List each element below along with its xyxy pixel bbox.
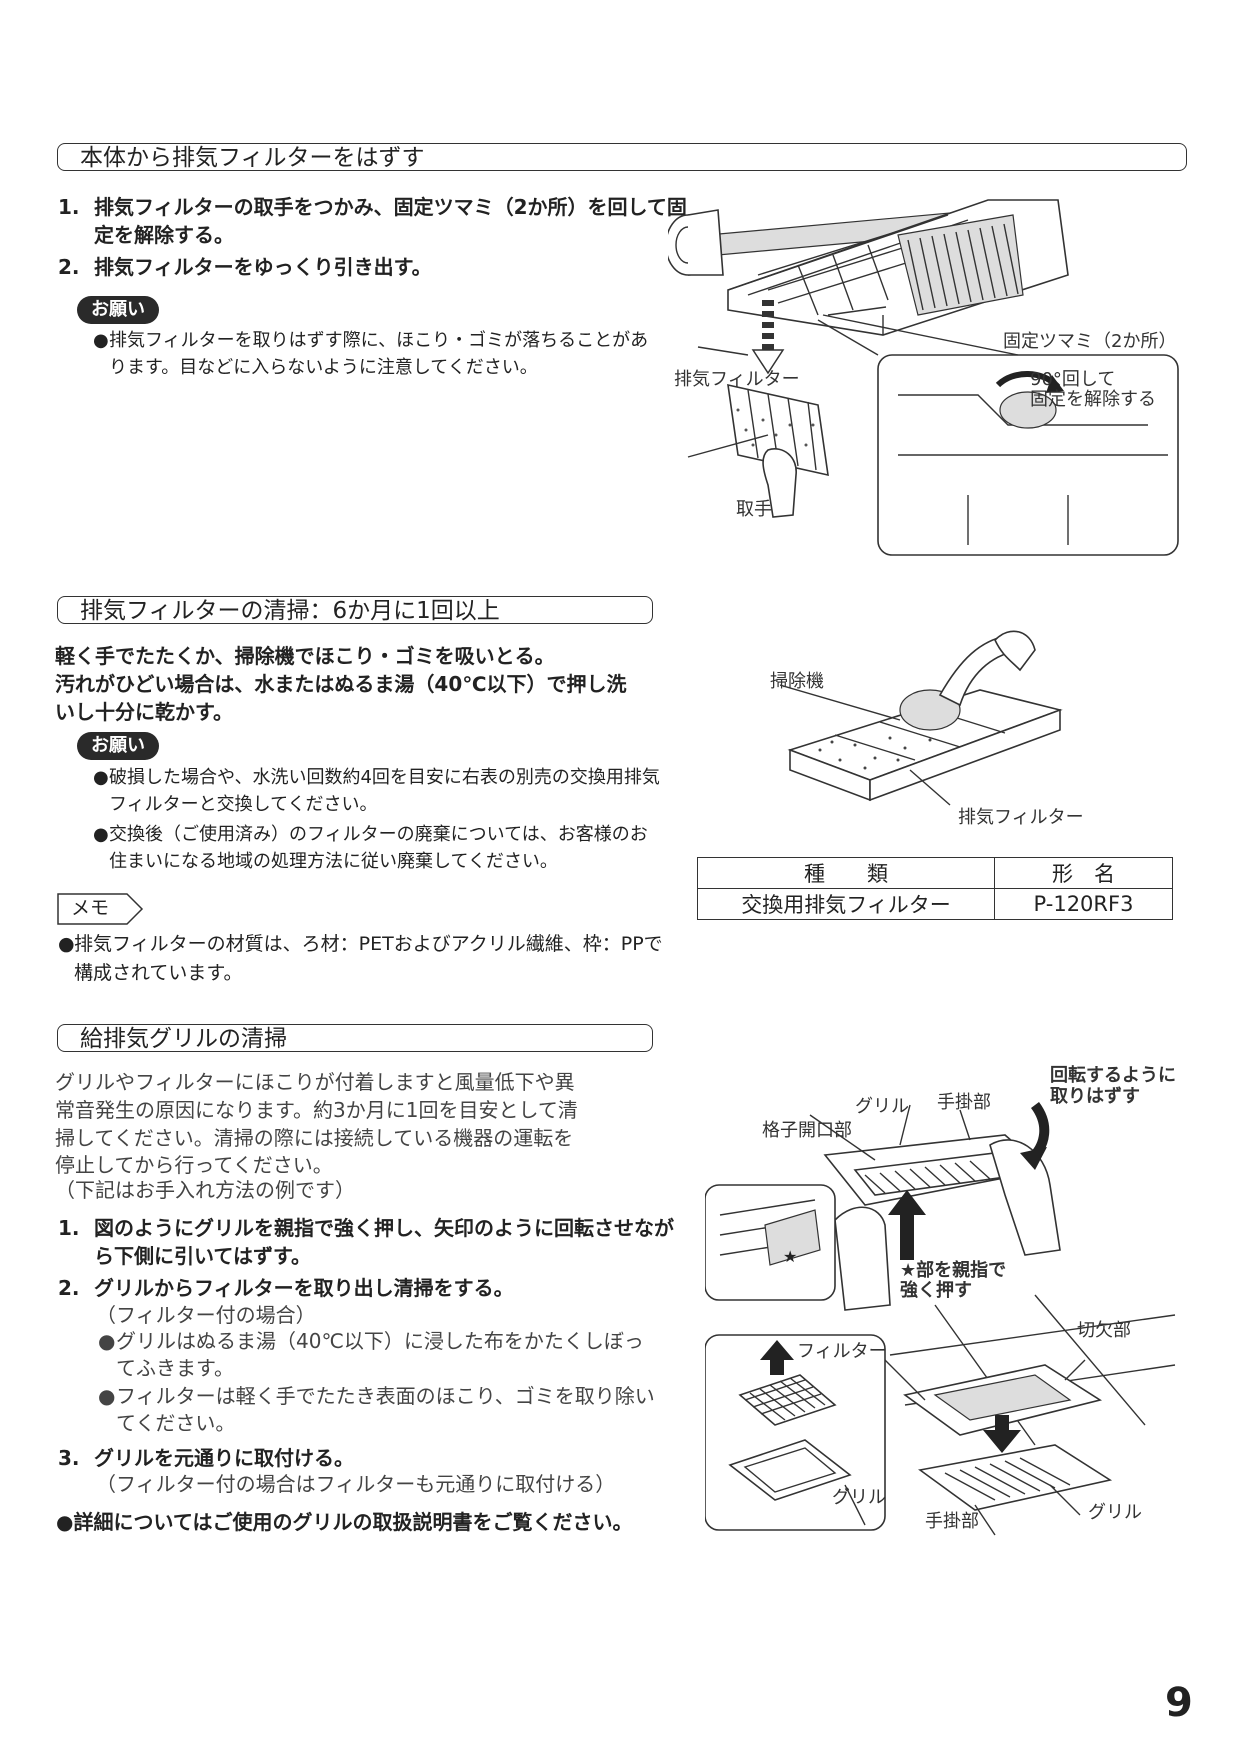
- table-row: 交換用排気フィルター P-120RF3: [697, 888, 1173, 920]
- section3-step-1: 1.図のようにグリルを親指で強く押し、矢印のように回転させながら下側に引いてはず…: [58, 1216, 674, 1268]
- filter-label-3: フィルター: [797, 1341, 887, 1362]
- section3-step-3: 3.グリルを元通りに取付ける。: [58, 1446, 354, 1470]
- section3-step2-sub: （フィルター付の場合）: [96, 1303, 316, 1327]
- section3-intro-4: 停止してから行ってください。: [55, 1153, 333, 1177]
- rotate-remove-label-1: 回転するように: [1050, 1065, 1176, 1086]
- section2-line-2: 汚れがひどい場合は、水またはぬるま湯（40℃以下）で押し洗: [55, 672, 627, 696]
- section1-step-1: 1.排気フィルターの取手をつかみ、固定ツマミ（2か所）を回して固定を解除する。: [58, 195, 687, 247]
- grille-label-3: グリル: [1088, 1502, 1142, 1523]
- section3-step2-bullet-2: ●フィルターは軽く手でたたき表面のほこり、ゴミを取り除いてください。: [98, 1384, 655, 1435]
- handhold-label-2: 手掛部: [925, 1511, 979, 1532]
- section3-step-2: 2.グリルからフィルターを取り出し清掃をする。: [58, 1276, 514, 1300]
- section3-intro-2: 常音発生の原因になります。約3か月に1回を目安として清: [55, 1098, 578, 1122]
- section2-onegai-badge: お願い: [77, 732, 159, 760]
- vacuum-label: 掃除機: [770, 671, 824, 692]
- press-label-1: ★部を親指で: [900, 1260, 1007, 1281]
- section3-step3-sub: （フィルター付の場合はフィルターも元通りに取付ける）: [96, 1472, 616, 1496]
- grille-label-1: グリル: [855, 1096, 909, 1117]
- knob-label: 固定ツマミ（2か所）: [1003, 331, 1177, 352]
- section1-onegai-badge: お願い: [77, 296, 159, 324]
- section2-note-2: ●交換後（ご使用済み）のフィルターの廃棄については、お客様のお住まいになる地域の…: [93, 824, 648, 872]
- section3-step2-bullet-1: ●グリルはぬるま湯（40℃以下）に浸した布をかたくしぼってふきます。: [98, 1329, 644, 1380]
- section1-step-2: 2.排気フィルターをゆっくり引き出す。: [58, 255, 432, 279]
- table-cell-type: 交換用排気フィルター: [697, 888, 995, 920]
- memo-text: ●排気フィルターの材質は、ろ材：PETおよびアクリル繊維、枠：PPで構成されてい…: [58, 933, 663, 984]
- notch-label: 切欠部: [1077, 1320, 1131, 1341]
- page-number: 9: [1165, 1680, 1193, 1726]
- section3-final-note: ●詳細についてはご使用のグリルの取扱説明書をご覧ください。: [56, 1510, 633, 1534]
- table-header-type: 種 類: [697, 857, 995, 889]
- section2-header: 排気フィルターの清掃：6か月に1回以上: [57, 596, 653, 624]
- section1-note: ●排気フィルターを取りはずす際に、ほこり・ゴミが落ちることがあります。目などに入…: [93, 330, 649, 378]
- filter-removal-figure: [668, 199, 1179, 556]
- section1-header: 本体から排気フィルターをはずす: [57, 143, 1187, 171]
- section3-intro-1: グリルやフィルターにほこりが付着しますと風量低下や異: [55, 1070, 575, 1094]
- grille-label-2: グリル: [832, 1487, 886, 1508]
- rotate-label-2: 固定を解除する: [1030, 389, 1156, 410]
- press-label-2: 強く押す: [900, 1280, 972, 1301]
- section3-intro-3: 掃してください。清掃の際には接続している機器の運転を: [55, 1126, 574, 1150]
- lattice-opening-label: 格子開口部: [762, 1120, 852, 1141]
- filter-label-2: 排気フィルター: [958, 807, 1084, 828]
- star-mark: ★: [783, 1247, 797, 1266]
- memo-tag-shape: [57, 893, 144, 925]
- table-header-model: 形 名: [994, 857, 1173, 889]
- table-header-row: 種 類 形 名: [697, 857, 1173, 889]
- section2-line-3: いし十分に乾かす。: [55, 700, 233, 724]
- handle-label: 取手: [736, 499, 772, 520]
- rotate-remove-label-2: 取りはずす: [1050, 1086, 1140, 1107]
- replacement-filter-table: 種 類 形 名 交換用排気フィルター P-120RF3: [697, 857, 1173, 920]
- handhold-label-1: 手掛部: [937, 1092, 991, 1113]
- table-cell-model: P-120RF3: [994, 888, 1173, 920]
- filter-label-1: 排気フィルター: [674, 369, 800, 390]
- section2-line-1: 軽く手でたたくか、掃除機でほこり・ゴミを吸いとる。: [55, 644, 555, 668]
- vacuum-cleaning-figure: [780, 630, 1063, 806]
- section2-note-1: ●破損した場合や、水洗い回数約4回を目安に右表の別売の交換用排気フィルターと交換…: [93, 767, 660, 815]
- section3-header: 給排気グリルの清掃: [57, 1024, 653, 1052]
- section3-intro-5: （下記はお手入れ方法の例です）: [55, 1178, 355, 1202]
- rotate-label-1: 90°回して: [1030, 369, 1116, 390]
- grille-removal-figure: ★: [705, 1102, 1176, 1536]
- memo-tag: メモ: [57, 893, 147, 925]
